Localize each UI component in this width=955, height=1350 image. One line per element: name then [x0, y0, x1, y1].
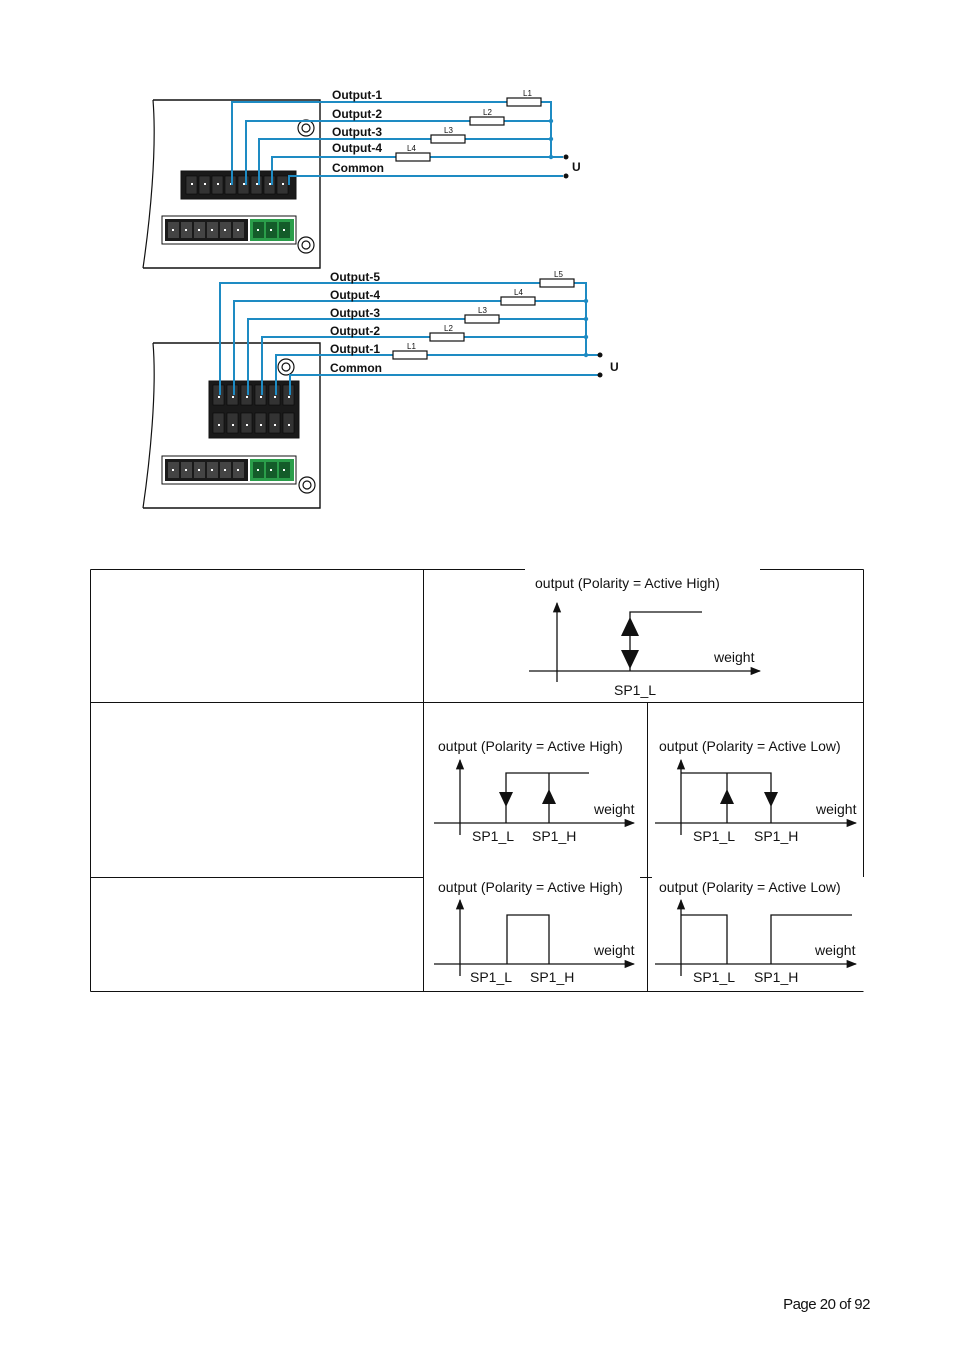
- row2-right-sp1-h: SP1_H: [754, 828, 798, 844]
- row3-right-sp1-h: SP1_H: [754, 969, 798, 985]
- row2-left-sp1-l: SP1_L: [472, 828, 514, 844]
- d2-label-output-2: Output-2: [330, 324, 380, 338]
- graph-row1-active-high: [529, 601, 762, 682]
- wiring-diagram-5-outputs: Output-5 Output-4 Output-3 Output-2 Outp…: [142, 270, 619, 509]
- d2-label-output-4: Output-4: [330, 288, 380, 302]
- d2-supply-u: U: [610, 360, 619, 374]
- graph-row3-active-high: [434, 898, 636, 976]
- d1-load-l3: L3: [444, 126, 453, 135]
- d1-supply-u: U: [572, 160, 581, 174]
- d1-label-output-3: Output-3: [332, 125, 382, 139]
- d1-load-l4: L4: [407, 144, 416, 153]
- d2-label-output-5: Output-5: [330, 270, 380, 284]
- d1-label-output-4: Output-4: [332, 141, 382, 155]
- graph-row3-active-low: [655, 898, 858, 976]
- polarity-table: output (Polarity = Active High) weight S…: [90, 569, 864, 992]
- row3-right-sp1-l: SP1_L: [693, 969, 735, 985]
- row3-right-axis: weight: [814, 942, 856, 958]
- graph-row2-active-high: [434, 758, 636, 835]
- page-number: Page 20 of 92: [783, 1296, 870, 1313]
- graph-row2-active-low: [655, 758, 858, 835]
- d1-load-l1: L1: [523, 89, 532, 98]
- d2-load-l2: L2: [444, 324, 453, 333]
- d2-load-l4: L4: [514, 288, 523, 297]
- d1-load-l2: L2: [483, 108, 492, 117]
- row3-left-axis: weight: [593, 942, 635, 958]
- row1-graph-axis: weight: [713, 649, 755, 665]
- d2-label-output-3: Output-3: [330, 306, 380, 320]
- row2-left-axis: weight: [593, 801, 635, 817]
- row2-right-title: output (Polarity = Active Low): [659, 738, 841, 754]
- d2-label-common: Common: [330, 361, 382, 375]
- d2-label-output-1: Output-1: [330, 342, 380, 356]
- d2-load-l5: L5: [554, 270, 563, 279]
- row2-right-axis: weight: [815, 801, 857, 817]
- row2-left-title: output (Polarity = Active High): [438, 738, 623, 754]
- d1-label-output-2: Output-2: [332, 107, 382, 121]
- row3-right-title: output (Polarity = Active Low): [659, 879, 841, 895]
- wiring-diagram-4-outputs: Output-1 Output-2 Output-3 Output-4 Comm…: [142, 88, 581, 269]
- d1-label-output-1: Output-1: [332, 88, 382, 102]
- d2-load-l1: L1: [407, 342, 416, 351]
- d2-load-l3: L3: [478, 306, 487, 315]
- row2-right-sp1-l: SP1_L: [693, 828, 735, 844]
- row1-graph-sp1-l: SP1_L: [614, 682, 656, 698]
- row1-graph-title: output (Polarity = Active High): [535, 575, 720, 591]
- d1-label-common: Common: [332, 161, 384, 175]
- row3-left-title: output (Polarity = Active High): [438, 879, 623, 895]
- row3-left-sp1-l: SP1_L: [470, 969, 512, 985]
- row2-left-sp1-h: SP1_H: [532, 828, 576, 844]
- row3-left-sp1-h: SP1_H: [530, 969, 574, 985]
